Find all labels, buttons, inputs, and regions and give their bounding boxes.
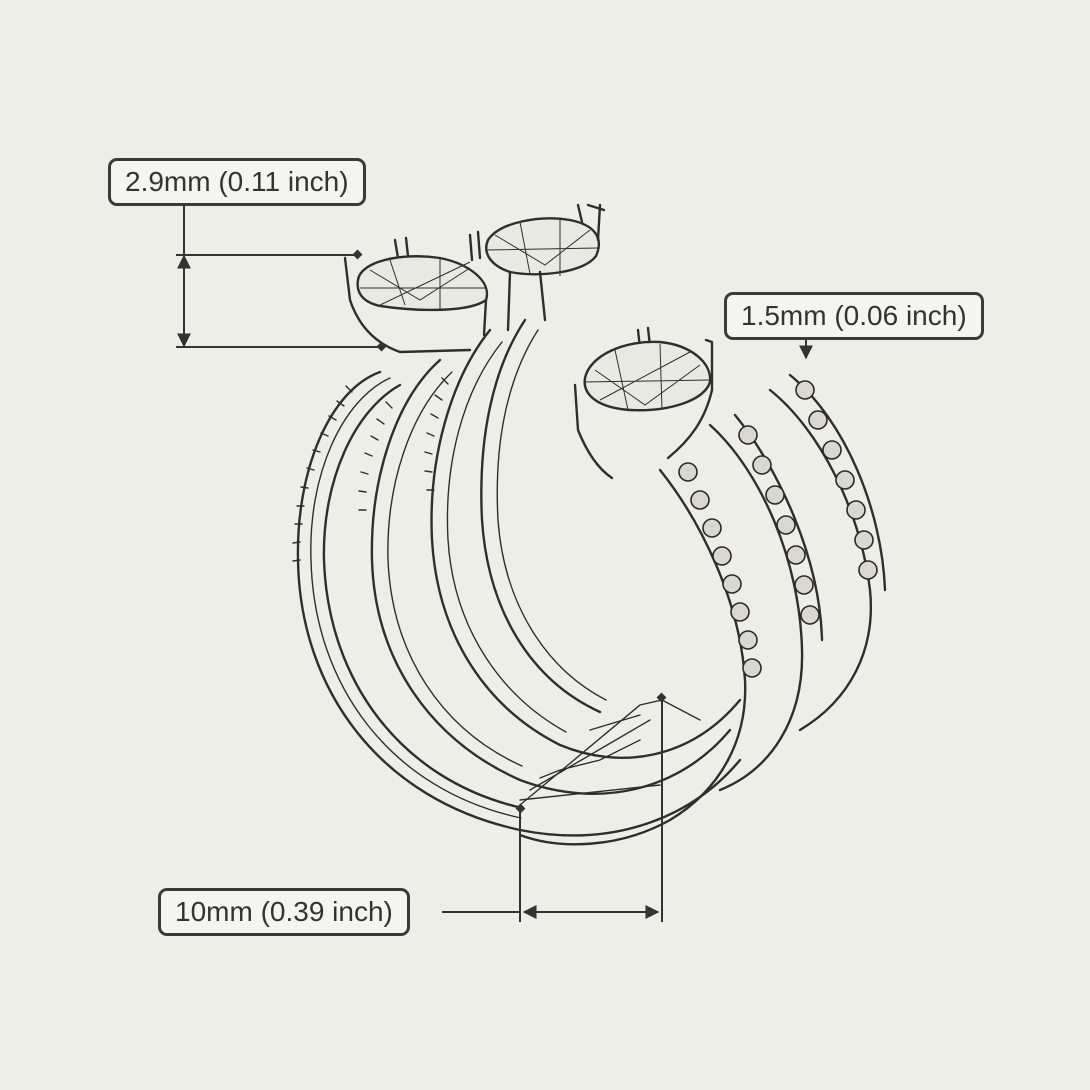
pave-stones-right xyxy=(678,380,878,678)
stone-dimension-label: 1.5mm (0.06 inch) xyxy=(724,292,984,340)
center-stones xyxy=(343,203,714,480)
pave-prongs-left xyxy=(292,377,449,562)
dimension-height xyxy=(176,204,387,352)
height-dimension-label: 2.9mm (0.11 inch) xyxy=(108,158,366,206)
dimension-width xyxy=(442,692,667,922)
width-dimension-label: 10mm (0.39 inch) xyxy=(158,888,410,936)
